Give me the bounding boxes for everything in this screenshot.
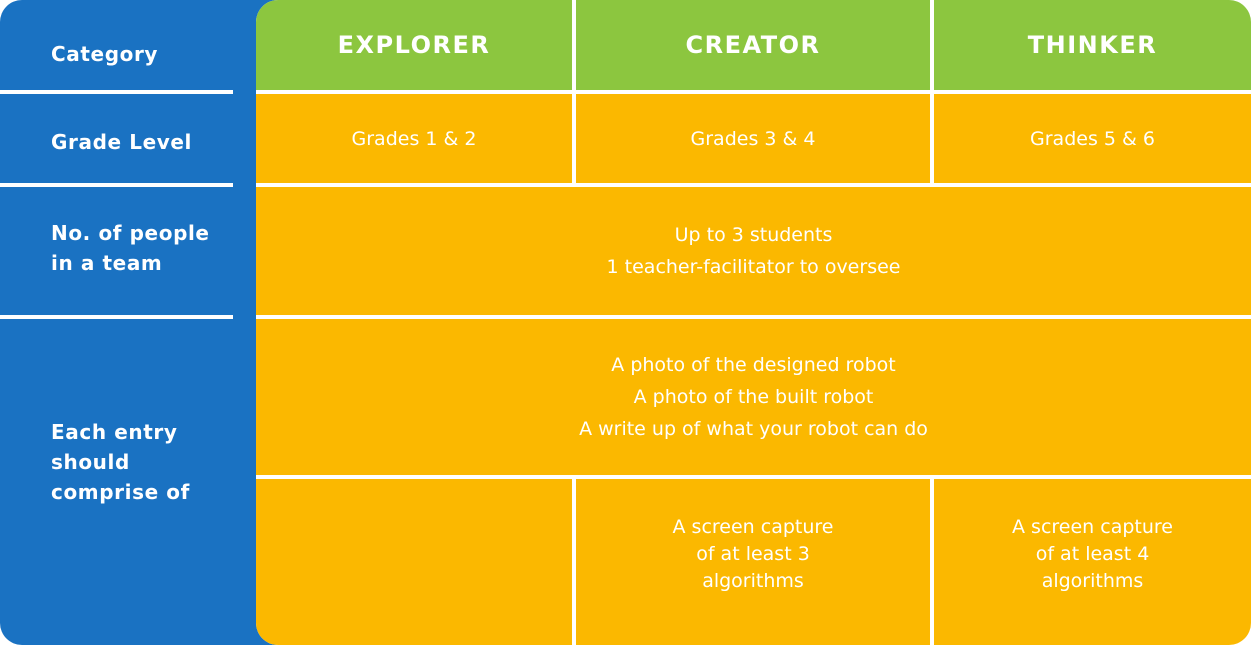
grade-text: Grades 1 & 2 bbox=[351, 127, 477, 150]
header-creator: CREATOR bbox=[576, 0, 930, 90]
header-label: CREATOR bbox=[685, 31, 821, 59]
header-label: THINKER bbox=[1027, 31, 1158, 59]
entry-line: A photo of the designed robot bbox=[611, 354, 896, 376]
table-panel: EXPLORER CREATOR THINKER Grades 1 & 2 Gr… bbox=[256, 0, 1251, 645]
entry-extra-creator: A screen capture of at least 3 algorithm… bbox=[576, 479, 930, 645]
entry-extra-thinker: A screen capture of at least 4 algorithm… bbox=[934, 479, 1251, 645]
entry-line: A photo of the built robot bbox=[633, 386, 874, 408]
label-category: Category bbox=[51, 42, 159, 66]
team-line: Up to 3 students bbox=[674, 224, 833, 246]
row-divider bbox=[0, 90, 233, 94]
extra-line: A screen capture bbox=[672, 516, 834, 538]
grade-creator: Grades 3 & 4 bbox=[576, 94, 930, 183]
row-divider bbox=[0, 315, 233, 319]
header-label: EXPLORER bbox=[337, 31, 491, 59]
label-team-size: No. of people in a team bbox=[51, 221, 210, 275]
grade-text: Grades 5 & 6 bbox=[1030, 127, 1155, 150]
row-divider bbox=[0, 183, 233, 187]
extra-line: of at least 3 bbox=[696, 543, 810, 565]
entry-extra-explorer bbox=[256, 479, 572, 645]
team-line: 1 teacher-facilitator to oversee bbox=[606, 256, 901, 278]
extra-line: algorithms bbox=[702, 570, 804, 592]
extra-line: algorithms bbox=[1041, 570, 1144, 592]
extra-line: of at least 4 bbox=[1035, 543, 1150, 565]
label-grade-level: Grade Level bbox=[51, 130, 192, 154]
grade-thinker: Grades 5 & 6 bbox=[934, 94, 1251, 183]
extra-line: A screen capture bbox=[1012, 516, 1173, 538]
label-entry: Each entry should comprise of bbox=[51, 420, 190, 504]
grade-text: Grades 3 & 4 bbox=[690, 127, 816, 150]
header-explorer: EXPLORER bbox=[256, 0, 572, 90]
team-size-cell: Up to 3 students 1 teacher-facilitator t… bbox=[256, 187, 1251, 315]
header-thinker: THINKER bbox=[934, 0, 1251, 90]
grade-explorer: Grades 1 & 2 bbox=[256, 94, 572, 183]
entry-common-cell: A photo of the designed robot A photo of… bbox=[256, 319, 1251, 475]
entry-line: A write up of what your robot can do bbox=[579, 418, 928, 440]
